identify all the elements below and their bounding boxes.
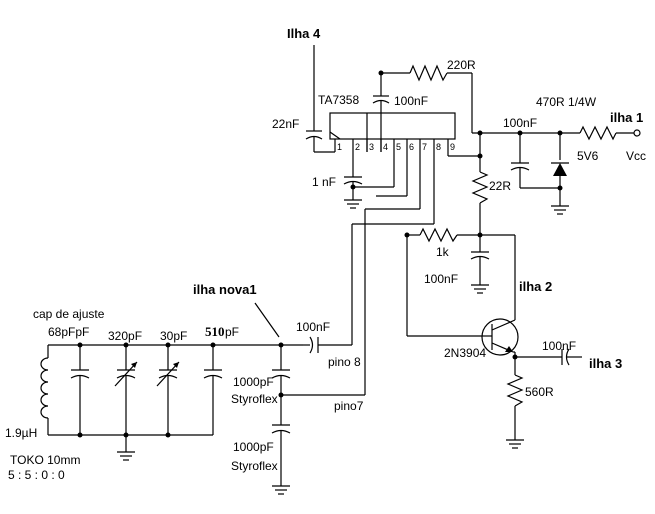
styroflex-b-label: Styroflex (231, 459, 278, 473)
resistor-470r (579, 125, 617, 141)
transistor-body (481, 318, 519, 356)
ic-pin-8-number: 8 (436, 142, 441, 152)
inductor-label: 1.9µH (5, 426, 37, 440)
inductor-coil (40, 357, 49, 419)
cap-100nf-out-label: 100nF (542, 339, 576, 353)
resistor-22r-label: 22R (489, 179, 511, 193)
zener-label: 5V6 (577, 149, 599, 163)
resistor-220r (409, 64, 448, 82)
cap-100nf-mid-label: 100nF (424, 272, 458, 286)
pino8-label: pino 8 (328, 355, 361, 369)
ic-pin-4-number: 4 (383, 142, 388, 152)
ilha4-label: Ilha 4 (287, 26, 321, 41)
cap-30pf-label: 30pF (160, 329, 187, 343)
cap-1nf-plate-b (343, 180, 363, 185)
resistor-560r (506, 374, 524, 407)
cap-100nf-top-label: 100nF (394, 94, 428, 108)
cap-68pf-label: 68pFpF (48, 325, 89, 339)
cap-100nf-top-plate-b (372, 99, 390, 104)
ic-pin-3-number: 3 (369, 142, 374, 152)
ic-pin-7-number: 7 (422, 142, 427, 152)
cap-ajuste-label: cap de ajuste (33, 307, 105, 321)
ilha3-label: ilha 3 (589, 356, 622, 371)
vcc-label: Vcc (626, 149, 646, 163)
ilha-nova1-pointer (254, 302, 280, 338)
cap-100nf-right-plate-b (510, 166, 530, 171)
cap-510pf-value: 510 (205, 324, 225, 339)
supply-net: 470R 1/4W ilha 1 100nF 5V6 Vcc (503, 95, 646, 215)
ic-pin-9-number: 9 (450, 142, 455, 152)
cap-100nf-mid-plate-b (470, 255, 490, 260)
cap-100nf-out-plate-b (565, 348, 570, 366)
ic-body (329, 112, 456, 140)
ic-pin1-notch (329, 131, 341, 140)
cap-320pf-label: 320pF (108, 329, 142, 343)
vcc-terminal (633, 129, 641, 137)
ic-pin-1-number: 1 (337, 142, 342, 152)
cap-22nf-label: 22nF (272, 117, 299, 131)
top-feedback-net: 220R 100nF (366, 58, 520, 152)
zener-diode (553, 163, 567, 176)
ic-pin-5-number: 5 (396, 142, 401, 152)
cap-1nf-net: 1 nF (312, 152, 395, 209)
transistor-label: 2N3904 (444, 346, 486, 360)
cap-100nf-right-label: 100nF (503, 116, 537, 130)
input-coupling: ilha nova1 100nF pino 8 1000pF Styroflex… (193, 282, 365, 495)
resistor-220r-label: 220R (447, 58, 476, 72)
toko-label: TOKO 10mm (10, 453, 80, 467)
styroflex-a-label: Styroflex (231, 392, 278, 406)
resistor-1k-net: 1k 100nF (404, 227, 516, 337)
ilha1-label: ilha 1 (610, 110, 643, 125)
tank-circuit: cap de ajuste 68pFpF 320pF 30pF 510 pF 1… (5, 307, 303, 482)
resistor-1k-label: 1k (436, 245, 450, 259)
ic-pin-legs (334, 139, 449, 152)
cap-510pf-unit: pF (225, 325, 239, 339)
pino7-label: pino7 (334, 399, 364, 413)
ic-label: TA7358 (318, 93, 359, 107)
cap-1000pf-a-label: 1000pF (233, 375, 274, 389)
resistor-470r-label: 470R 1/4W (536, 95, 597, 109)
ilha2-label: ilha 2 (519, 279, 552, 294)
ilha4-net: Ilha 4 22nF (272, 26, 335, 153)
ic-pin-6-number: 6 (409, 142, 414, 152)
ic-pin-2-number: 2 (355, 142, 360, 152)
resistor-560r-label: 560R (525, 385, 554, 399)
cap-100nf-in-label: 100nF (296, 320, 330, 334)
cap-1nf-label: 1 nF (312, 175, 336, 189)
cap-100nf-in-plate-a (309, 336, 314, 354)
cap-22nf-plate-b (305, 135, 323, 140)
output-net: ilha 3 100nF 560R (506, 339, 622, 449)
ilha-nova1-label: ilha nova1 (193, 282, 257, 297)
resistor-22r (471, 171, 489, 204)
resistor-22r-net: 22R (471, 171, 511, 235)
transistor-2n3904: ilha 2 2N3904 (444, 279, 552, 375)
pin-signal-lines (318, 130, 483, 395)
cap-1000pf-b-label: 1000pF (233, 440, 274, 454)
ratio-label: 5 : 5 : 0 : 0 (8, 468, 65, 482)
resistor-1k (419, 227, 458, 243)
